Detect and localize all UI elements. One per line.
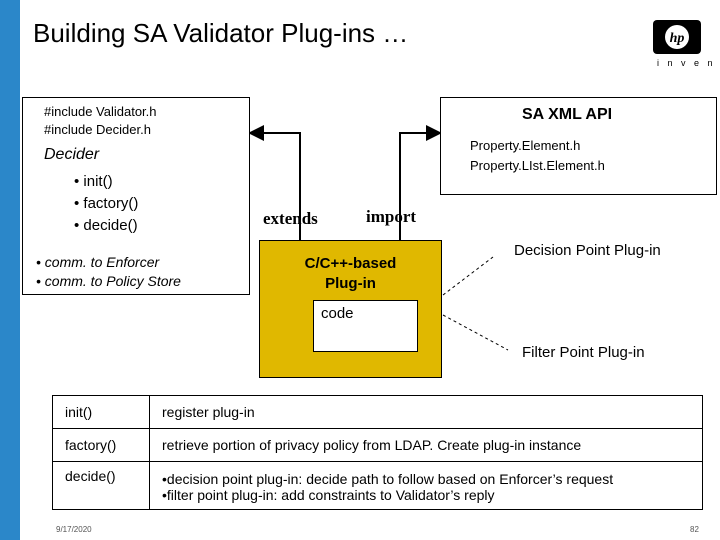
code-label: code <box>321 305 354 322</box>
method-decide: • decide() <box>74 217 138 234</box>
method-init: • init() <box>74 173 113 190</box>
table-row: decide() •decision point plug-in: decide… <box>52 461 703 510</box>
import-arrow <box>399 125 442 240</box>
import-label: import <box>366 207 417 226</box>
table-cell-desc: retrieve portion of privacy policy from … <box>149 428 703 462</box>
plugin-label-line2: Plug-in <box>325 275 376 292</box>
hp-logo: hp <box>653 20 701 54</box>
property-element-file: Property.Element.h <box>470 138 581 153</box>
table-cell-method: decide() <box>52 461 150 510</box>
svg-text:hp: hp <box>670 31 685 46</box>
decide-desc-filter: •filter point plug-in: add constraints t… <box>162 486 495 503</box>
slide-sidebar-bar <box>0 0 20 540</box>
property-list-element-file: Property.LIst.Element.h <box>470 158 605 173</box>
comm-policy-store: • comm. to Policy Store <box>36 273 181 289</box>
hp-logo-icon: hp <box>665 25 689 49</box>
table-cell-desc: register plug-in <box>149 395 703 429</box>
method-factory: • factory() <box>74 195 139 212</box>
filter-point-callout: Filter Point Plug-in <box>522 344 645 361</box>
decision-point-callout: Decision Point Plug-in <box>514 242 661 259</box>
extends-label: extends <box>263 209 318 228</box>
decider-class-name: Decider <box>44 146 100 163</box>
extends-arrow <box>248 125 301 240</box>
include-validator: #include Validator.h <box>44 104 157 119</box>
include-decider: #include Decider.h <box>44 122 151 137</box>
footer-date: 9/17/2020 <box>56 525 92 534</box>
logo-invent-text: i n v e n t <box>657 58 720 68</box>
table-cell-method: init() <box>52 395 150 429</box>
plugin-label-line1: C/C++-based <box>304 255 397 272</box>
filter-callout-line <box>442 314 509 351</box>
method-table: init() register plug-in factory() retrie… <box>52 395 703 510</box>
code-box <box>313 300 418 352</box>
comm-enforcer: • comm. to Enforcer <box>36 254 160 270</box>
decider-panel <box>22 97 250 295</box>
sa-xml-api-panel <box>440 97 717 195</box>
footer-page-number: 82 <box>690 525 699 534</box>
sa-xml-api-title: SA XML API <box>522 106 613 123</box>
table-cell-desc: •decision point plug-in: decide path to … <box>149 461 703 510</box>
slide-title: Building SA Validator Plug-ins … <box>33 18 409 48</box>
decide-desc-decision: •decision point plug-in: decide path to … <box>162 470 614 487</box>
table-row: factory() retrieve portion of privacy po… <box>52 428 703 462</box>
table-cell-method: factory() <box>52 428 150 462</box>
table-row: init() register plug-in <box>52 395 703 429</box>
decision-callout-line <box>442 256 494 296</box>
